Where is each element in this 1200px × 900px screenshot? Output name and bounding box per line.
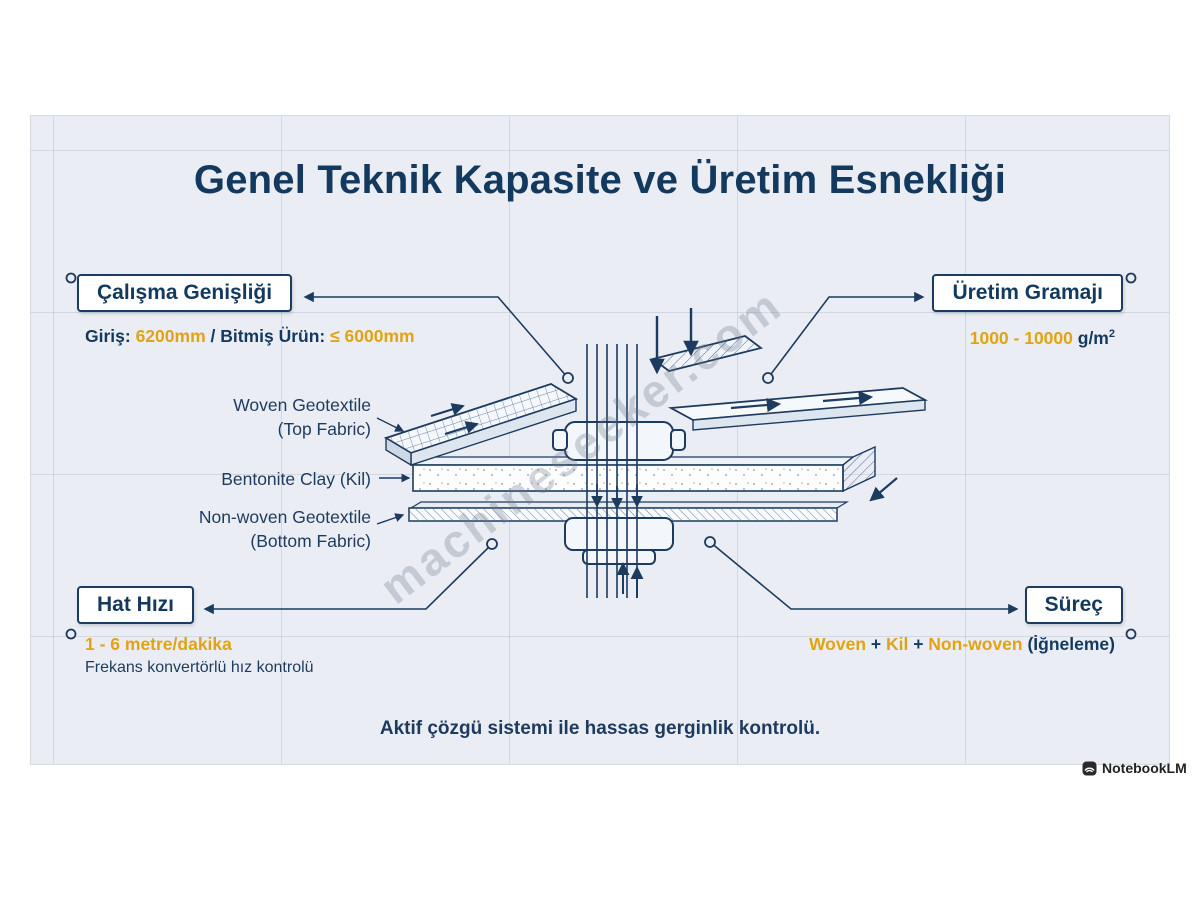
process-detail: Woven + Kil + Non-woven (İğneleme) xyxy=(809,634,1115,655)
process-note: (İğneleme) xyxy=(1022,634,1115,654)
notebooklm-icon xyxy=(1082,761,1097,775)
working-width-box: Çalışma Genişliği xyxy=(77,274,293,312)
line-speed-value: 1 - 6 metre/dakika xyxy=(85,634,232,654)
line-speed-note: Frekans konvertörlü hız kontrolü xyxy=(85,659,314,676)
nonwoven-layer-label-line1: Non-woven Geotextile xyxy=(198,507,371,527)
working-width-detail: Giriş: 6200mm / Bitmiş Ürün: ≤ 6000mm xyxy=(85,326,415,347)
working-width-label2: / Bitmiş Ürün: xyxy=(205,326,331,346)
nonwoven-layer-label-line2: (Bottom Fabric) xyxy=(250,530,371,551)
process-plus2: + xyxy=(908,634,929,654)
working-width-value2: ≤ 6000mm xyxy=(330,326,415,346)
exit-edge-arrow xyxy=(869,477,898,502)
diagram-canvas xyxy=(65,272,1137,640)
working-width-label1: Giriş: xyxy=(85,326,136,346)
woven-layer-label: Woven Geotextile (Top Fabric) xyxy=(111,394,371,441)
label-pointers xyxy=(376,417,411,525)
woven-sheet-left xyxy=(383,383,579,467)
bentonite-layer-label: Bentonite Clay (Kil) xyxy=(221,469,371,489)
production-weight-unit-sup: 2 xyxy=(1108,328,1115,341)
production-weight-box: Üretim Gramajı xyxy=(932,274,1123,312)
process-value2: Kil xyxy=(885,634,909,654)
notebooklm-badge: NotebookLM xyxy=(1082,760,1187,776)
woven-layer-label-line1: Woven Geotextile xyxy=(233,395,371,415)
nonwoven-layer xyxy=(408,501,850,522)
product-sheet-right xyxy=(667,387,929,431)
process-box: Süreç xyxy=(1024,586,1123,624)
feed-direction-arrows xyxy=(430,403,479,435)
notebooklm-label: NotebookLM xyxy=(1102,760,1187,776)
roller-bar xyxy=(650,335,764,372)
bentonite-layer xyxy=(411,445,876,493)
junction-dots xyxy=(65,272,1137,640)
top-feed-arrows xyxy=(649,308,699,375)
nonwoven-layer-label: Non-woven Geotextile (Bottom Fabric) xyxy=(111,506,371,553)
process-plus1: + xyxy=(866,634,886,654)
production-weight-title: Üretim Gramajı xyxy=(952,281,1103,304)
production-weight-unit: g/m xyxy=(1072,328,1109,348)
production-weight-detail: 1000 - 10000 g/m2 xyxy=(970,328,1115,349)
working-width-value1: 6200mm xyxy=(135,326,206,346)
exit-direction-arrows xyxy=(730,390,874,413)
page-title: Genel Teknik Kapasite ve Üretim Esnekliğ… xyxy=(193,158,1007,202)
woven-layer-label-line2: (Top Fabric) xyxy=(277,418,371,439)
footer-note: Aktif çözgü sistemi ile hassas gerginlik… xyxy=(379,718,821,739)
needle-loom-clamps xyxy=(552,421,686,565)
line-speed-title: Hat Hızı xyxy=(97,593,175,616)
process-title: Süreç xyxy=(1044,593,1103,616)
bottom-up-arrows xyxy=(616,562,644,598)
infographic-card: Genel Teknik Kapasite ve Üretim Esnekliğ… xyxy=(30,115,1170,765)
needle-punch-arrows xyxy=(591,484,643,510)
line-speed-box: Hat Hızı xyxy=(77,586,195,624)
working-width-title: Çalışma Genişliği xyxy=(97,281,273,304)
line-speed-detail: 1 - 6 metre/dakika Frekans konvertörlü h… xyxy=(85,634,314,677)
needle-lines xyxy=(586,344,638,598)
process-value3: Non-woven xyxy=(928,634,1023,654)
production-weight-value: 1000 - 10000 xyxy=(969,328,1073,348)
process-value1: Woven xyxy=(808,634,867,654)
connector-lines xyxy=(203,291,1019,615)
